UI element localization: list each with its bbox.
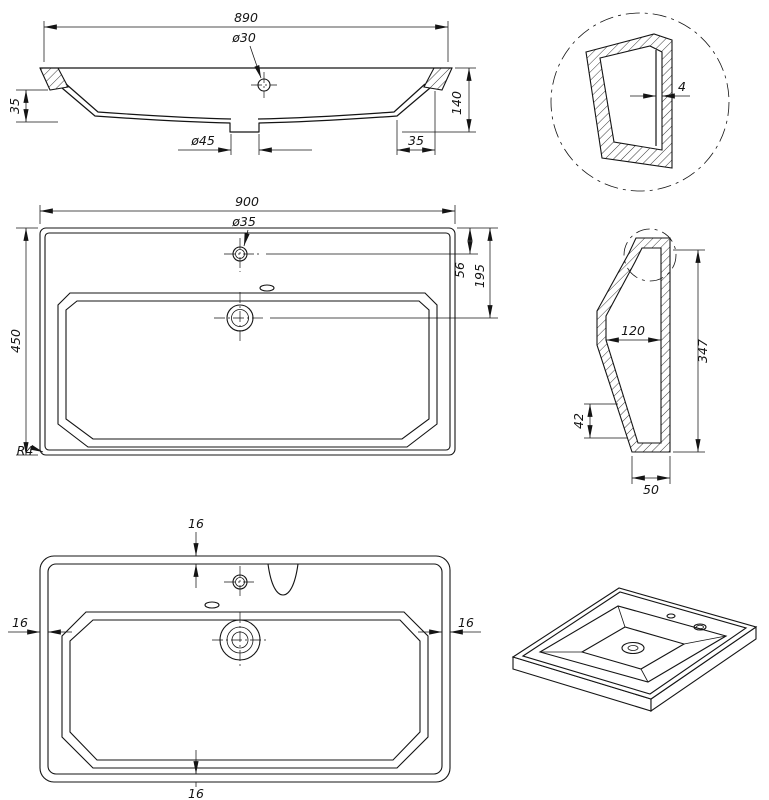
dim-plan-drain-offset-195: 195 (270, 228, 498, 319)
dim-side-front-height-42: 42 (571, 403, 628, 439)
plan-overflow-slot (259, 284, 275, 292)
dim-side-height-347: 347 (673, 249, 710, 453)
dim-front-offset-right-label: 35 (408, 133, 424, 148)
dim-side-inner-depth-120: 120 (606, 323, 661, 343)
detail-boundary-circle (550, 12, 730, 192)
bottom-overflow-slot (204, 601, 220, 609)
bottom-faucet-hole (224, 566, 256, 598)
dim-plan-radius-label: R4 (17, 443, 34, 458)
dim-bottom-inset-left-16: 16 (8, 615, 72, 635)
dim-bottom-inset-top-16: 16 (188, 516, 204, 588)
bottom-rim-rect (47, 563, 443, 775)
front-underside-inner-right (257, 83, 426, 120)
dim-detail-thickness-label: 4 (678, 79, 686, 94)
dim-side-height-label: 347 (695, 339, 710, 363)
dim-side-base-depth-50: 50 (631, 456, 671, 497)
dim-plan-drain-offset-label: 195 (472, 264, 487, 288)
dim-bottom-inset-left-label: 16 (12, 615, 28, 630)
dim-front-height-140: 140 (402, 67, 476, 133)
front-right-rim-section (423, 67, 453, 91)
dim-detail-thickness-4: 4 (630, 79, 690, 99)
side-detail-circle (623, 228, 677, 282)
front-sink-outline (39, 67, 453, 133)
dim-bottom-inset-top-label: 16 (188, 516, 204, 531)
iso-drain (621, 641, 645, 655)
dim-bottom-inset-right-16: 16 (418, 615, 481, 635)
plan-outer-rect (39, 227, 456, 456)
front-left-rim-section (39, 67, 69, 91)
dim-front-drain-label: ø45 (190, 133, 215, 148)
plan-rim-rect (44, 232, 451, 451)
bottom-outer-rect (39, 555, 451, 783)
dim-side-inner-depth-label: 120 (621, 323, 645, 338)
iso-top-rim-outer (511, 587, 758, 700)
dim-front-hole-label: ø30 (231, 30, 256, 45)
bottom-view: 16 16 16 16 (8, 516, 481, 800)
bottom-basin-outer (61, 611, 429, 769)
plan-basin-outer (57, 292, 438, 448)
dim-front-offset-left-label: 35 (7, 98, 22, 114)
dim-plan-hole-dia-35: ø35 (231, 214, 256, 247)
dim-front-width-label: 890 (234, 10, 258, 25)
front-view: 890 ø30 140 35 ø45 35 (7, 10, 476, 155)
dim-front-drain-dia-45: ø45 (178, 133, 312, 155)
dim-plan-depth-450: 450 (8, 227, 38, 456)
bottom-overflow-notch (267, 563, 299, 596)
dim-front-hole-dia: ø30 (231, 30, 262, 79)
bottom-drain (212, 612, 268, 668)
iso-overflow-slot (666, 613, 676, 619)
detail-view: 4 (550, 12, 730, 192)
bottom-basin-inner (69, 619, 421, 761)
side-section-view: 120 347 42 50 (571, 228, 710, 497)
dim-plan-corner-radius: R4 (17, 443, 44, 458)
iso-faucet-hole (693, 623, 707, 631)
dim-plan-hole-offset-56: 56 (266, 227, 498, 278)
plan-view: 900 ø35 56 195 450 R4 (8, 194, 498, 458)
dim-front-width-890: 890 (43, 10, 449, 62)
dim-front-offset-left-35: 35 (7, 89, 58, 123)
dim-side-base-depth-label: 50 (643, 482, 659, 497)
isometric-view (511, 587, 758, 713)
dim-front-offset-right-35: 35 (396, 91, 436, 155)
plan-drain (214, 292, 266, 344)
plan-basin-inner (65, 300, 430, 440)
dim-side-front-height-label: 42 (571, 413, 586, 429)
front-underside-outer (61, 87, 431, 133)
dim-front-height-label: 140 (449, 91, 464, 115)
iso-top-rim-inner (521, 591, 748, 695)
dim-bottom-inset-right-label: 16 (458, 615, 474, 630)
front-underside-inner-left (65, 83, 232, 120)
dim-plan-hole-offset-label: 56 (452, 262, 467, 278)
dim-plan-depth-label: 450 (8, 329, 23, 353)
dim-plan-width-label: 900 (235, 194, 259, 209)
dim-plan-hole-label: ø35 (231, 214, 256, 229)
dim-bottom-inset-bottom-16: 16 (188, 750, 204, 800)
dim-bottom-inset-bottom-label: 16 (188, 786, 204, 800)
dim-plan-width-900: 900 (39, 194, 456, 224)
plan-faucet-hole (224, 238, 262, 272)
